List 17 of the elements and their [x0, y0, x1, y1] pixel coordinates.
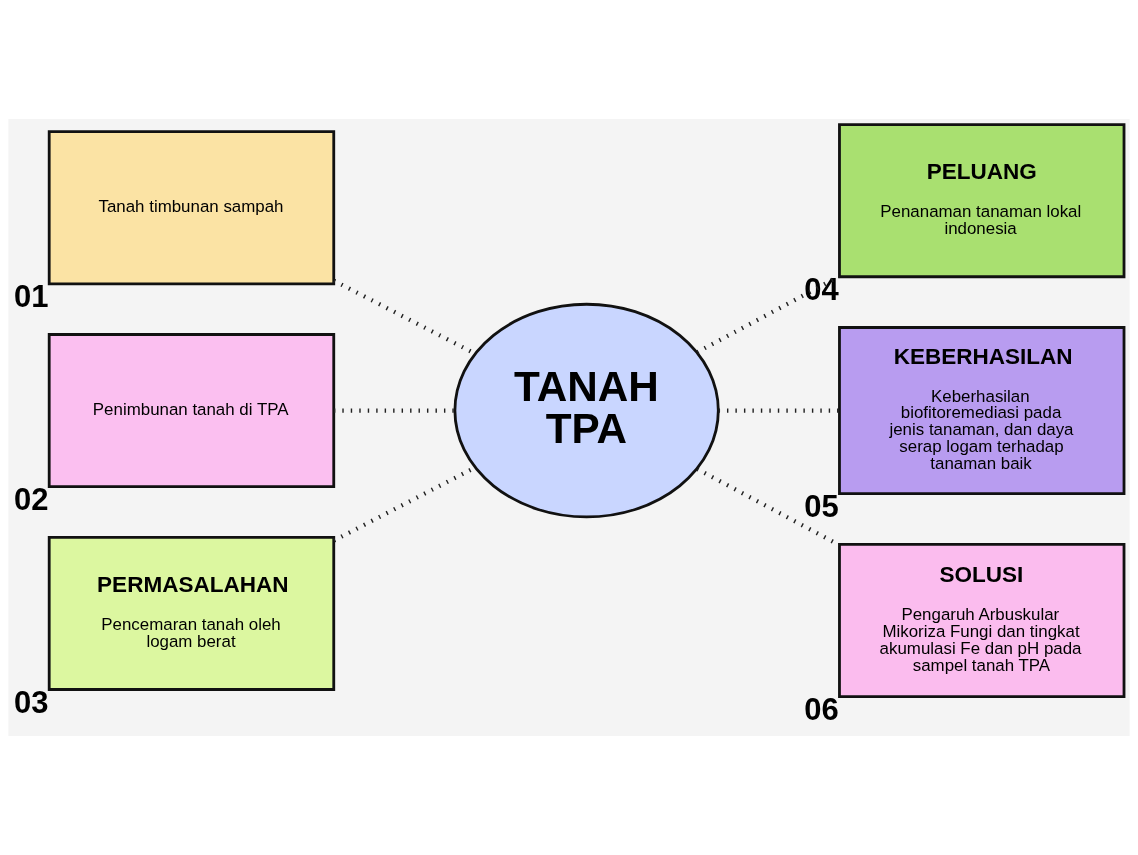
node-box: SOLUSI Pengaruh Arbuskular Mikoriza Fungi dan tingkat akumulasi Fe dan pH pada sampel tanah TPA: [838, 543, 1126, 698]
node-label: 03: [13, 684, 49, 720]
node-label: 06: [804, 691, 839, 727]
connector: [696, 274, 841, 354]
node-label: 01: [13, 279, 49, 315]
node-label: 02: [13, 482, 49, 518]
node-ellipse: TANAH TPA: [453, 302, 720, 519]
node-box: Tanah timbunan sampah: [47, 130, 336, 286]
node-box: Penimbunan tanah di TPA: [47, 333, 336, 489]
node-box: PELUANG Penanaman tanaman lokal indonesia: [838, 123, 1126, 279]
node-box: PERMASALAHAN Pencemaran tanah oleh logam berat: [47, 535, 336, 691]
connector: [696, 467, 841, 547]
node-box: KEBERHASILAN Keberhasilan biofitoremediasi pada jenis tanaman, dan daya serap logam terhadap tanaman baik: [838, 326, 1126, 496]
connector: [333, 408, 455, 413]
connector: [718, 408, 839, 413]
node-label: 04: [804, 272, 839, 308]
node-label: 05: [804, 489, 839, 525]
